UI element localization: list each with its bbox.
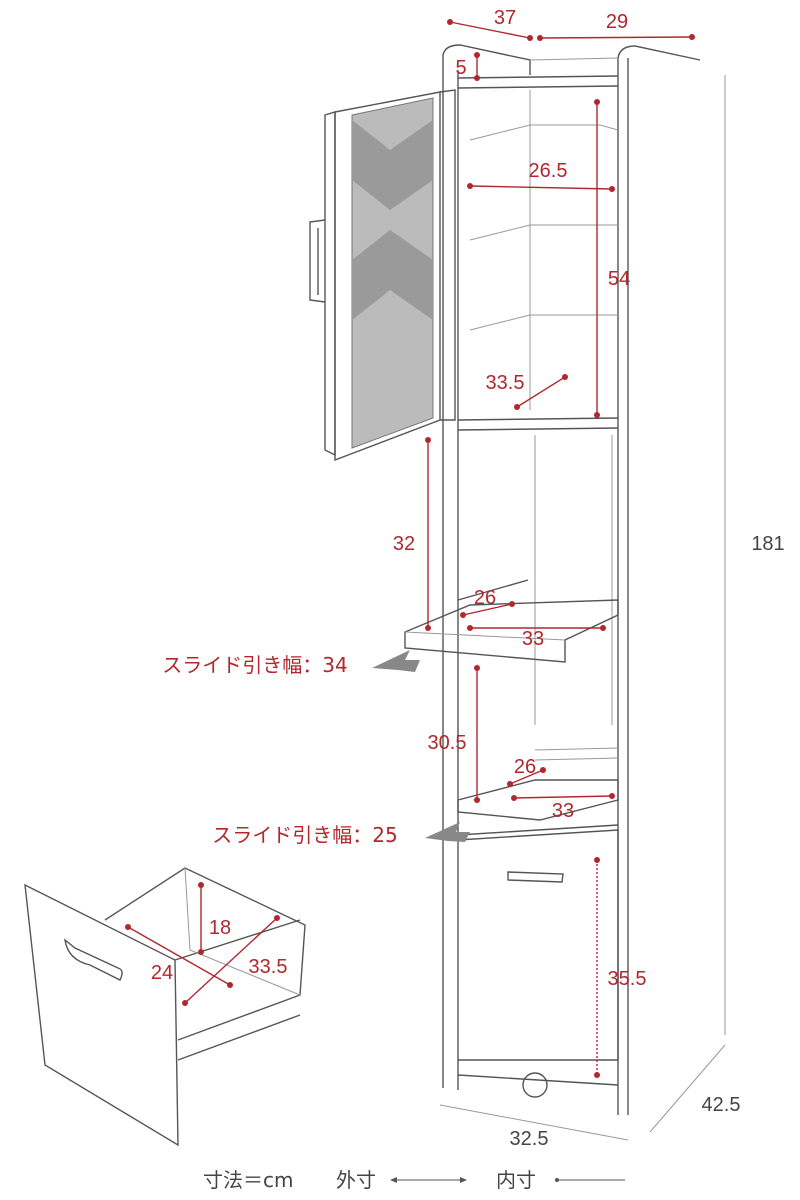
total-height-label: 181	[751, 533, 784, 555]
legend-unit: 寸法＝cm	[203, 1168, 293, 1192]
drawer-width-label: 24	[151, 962, 173, 984]
slide2-width-label: 26	[514, 756, 536, 778]
legend-outer: 外寸	[336, 1168, 376, 1192]
slide2-extension-label: スライド引き幅：25	[212, 823, 397, 847]
top-width-label: 29	[606, 11, 628, 33]
slide1-width-label: 26	[474, 587, 496, 609]
slide-arrow-1	[372, 650, 420, 672]
top-gap-label: 5	[455, 57, 466, 79]
cabinet-outline	[404, 44, 701, 1115]
cabinet-door	[309, 89, 456, 462]
slide-arrow-2	[425, 822, 470, 842]
legend: 寸法＝cm 外寸 内寸	[203, 1168, 625, 1192]
slide1-depth-label: 33	[522, 628, 544, 650]
outer-depth-label: 42.5	[702, 1094, 741, 1116]
legend-inner: 内寸	[496, 1168, 536, 1192]
bottom-inner-height-label: 35.5	[608, 968, 647, 990]
upper-inner-width-label: 26.5	[529, 160, 568, 182]
caster-wheel	[522, 1072, 548, 1098]
drawer-depth-label: 33.5	[249, 956, 288, 978]
top-depth-label: 37	[494, 7, 516, 29]
middle-gap-label: 32	[393, 533, 415, 555]
slide2-depth-label: 33	[552, 800, 574, 822]
drawer-height-label: 18	[209, 917, 231, 939]
dimension-lines	[125, 19, 726, 1141]
lower-gap-label: 30.5	[428, 732, 467, 754]
outer-width-label: 32.5	[510, 1128, 549, 1150]
drawer-illustration	[24, 867, 306, 1147]
slide1-extension-label: スライド引き幅：34	[162, 653, 347, 677]
upper-inner-depth-label: 33.5	[486, 372, 525, 394]
upper-inner-height-label: 54	[608, 268, 630, 290]
